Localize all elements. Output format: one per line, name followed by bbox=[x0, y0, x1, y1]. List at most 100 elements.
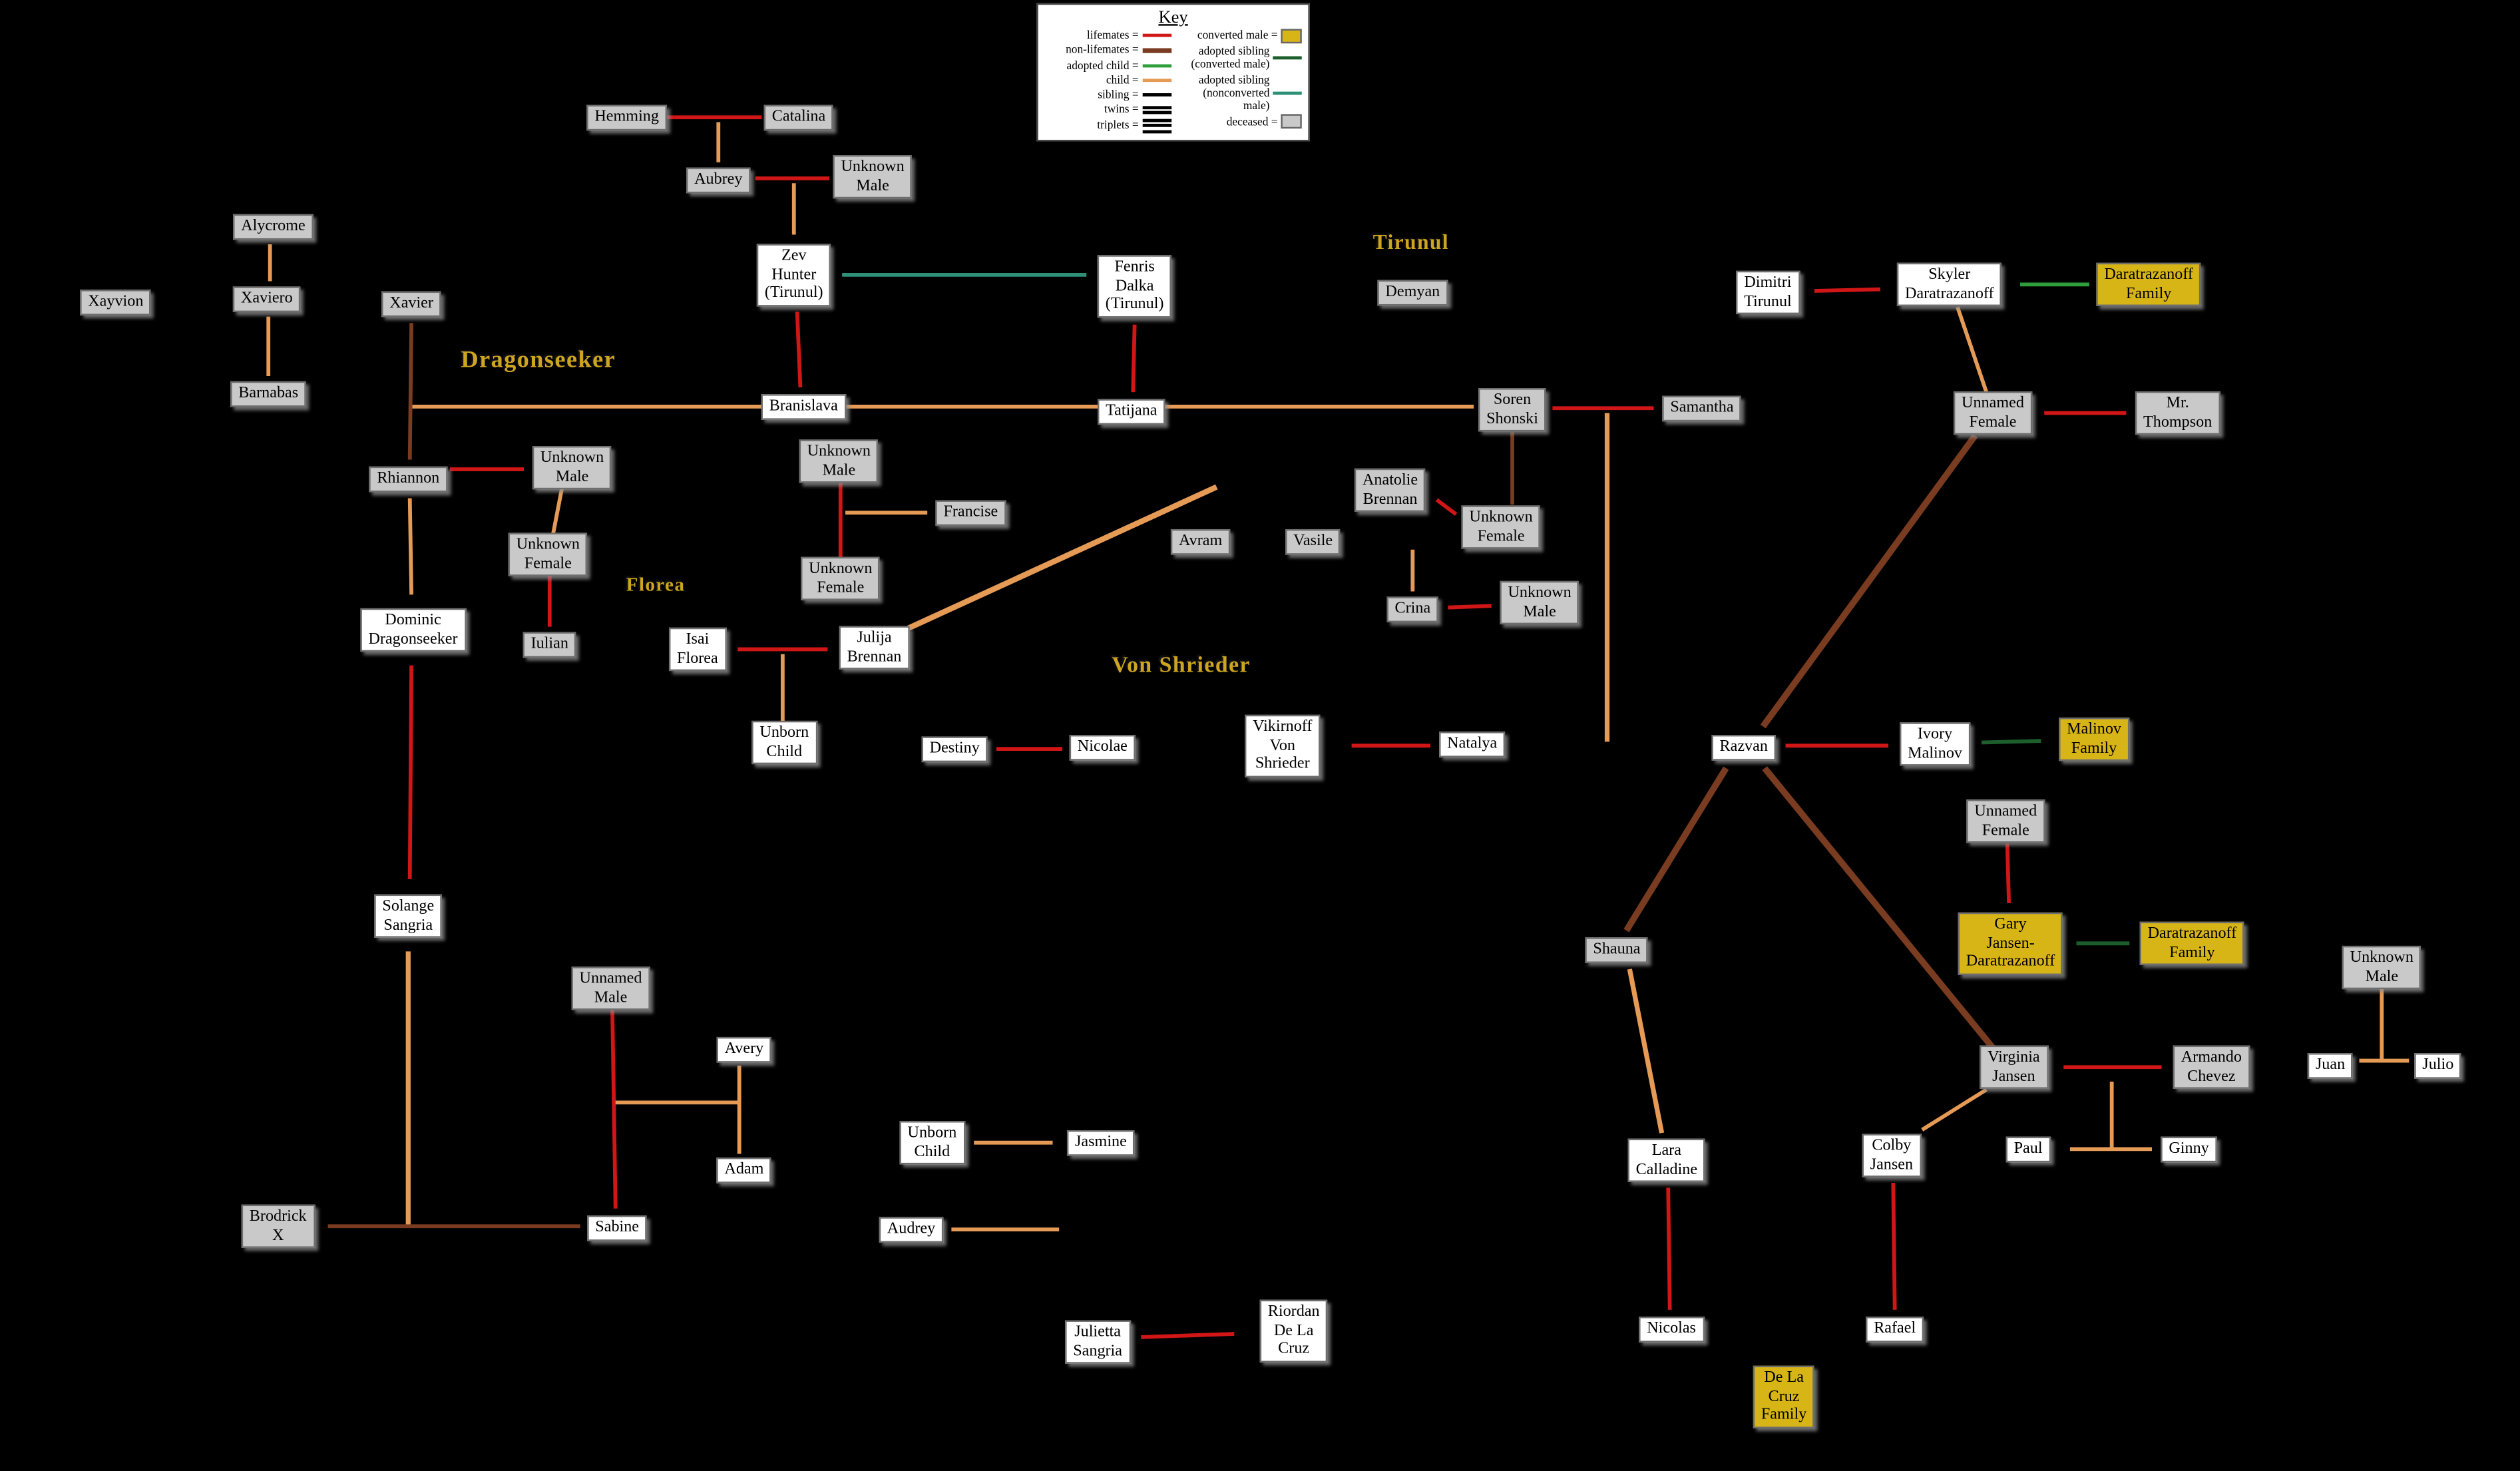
family-name-label-tirunul: Tirunul bbox=[1372, 230, 1450, 254]
family-box-daratrazanoff-family-top: Daratrazanoff Family bbox=[2096, 262, 2202, 306]
legend-item: adopted child = bbox=[1044, 59, 1171, 72]
person-node-paul: Paul bbox=[2005, 1136, 2051, 1162]
person-node-hemming: Hemming bbox=[586, 105, 668, 130]
legend-swatch-lifemates bbox=[1142, 33, 1171, 38]
legend-item: deceased = bbox=[1175, 114, 1302, 130]
person-node-nicolas: Nicolas bbox=[1639, 1317, 1705, 1342]
person-node-xaviero: Xaviero bbox=[232, 286, 301, 312]
family-box-malinov-family: Malinov Family bbox=[2059, 718, 2130, 761]
legend-item: child = bbox=[1044, 74, 1171, 87]
person-node-julio: Julio bbox=[2414, 1053, 2462, 1078]
person-node-rafael: Rafael bbox=[1866, 1317, 1924, 1342]
legend-key: Key lifemates =non-lifemates = adopted ch… bbox=[1036, 3, 1310, 142]
family-name-label-florea: Florea bbox=[626, 572, 686, 596]
person-node-julija-brennan: Julija Brennan bbox=[839, 626, 910, 670]
edge-lifemates bbox=[610, 1007, 618, 1209]
person-node-tatijana: Tatijana bbox=[1098, 399, 1165, 424]
person-node-juan: Juan bbox=[2307, 1053, 2354, 1078]
person-node-ivory-malinov: Ivory Malinov bbox=[1900, 722, 1971, 766]
edge-nonlifemates bbox=[1762, 766, 1995, 1050]
person-node-unknown-male-francise: Unknown Male bbox=[799, 439, 879, 483]
person-node-alycrome: Alycrome bbox=[233, 214, 314, 240]
family-box-de-la-cruz-family: De La Cruz Family bbox=[1753, 1365, 1815, 1428]
person-node-aubrey: Aubrey bbox=[686, 167, 751, 193]
legend-swatch-adopted_sibling_nonconverted bbox=[1273, 91, 1302, 95]
person-node-ginny: Ginny bbox=[2161, 1136, 2217, 1162]
person-node-unknown-male-top: Unknown Male bbox=[833, 154, 913, 199]
person-node-colby-jansen: Colby Jansen bbox=[1862, 1134, 1922, 1177]
person-node-sabine: Sabine bbox=[587, 1215, 648, 1241]
person-node-unnamed-female-gary: Unnamed Female bbox=[1966, 799, 2045, 843]
legend-item: sibling = bbox=[1044, 89, 1171, 102]
legend-item-label: converted male = bbox=[1197, 29, 1278, 43]
person-node-vikirnoff-von-shrieder: Vikirnoff Von Shrieder bbox=[1245, 714, 1321, 777]
person-node-dominic-dragonseeker: Dominic Dragonseeker bbox=[360, 608, 466, 652]
legend-item: twins = bbox=[1044, 104, 1171, 117]
person-node-branislava: Branislava bbox=[761, 394, 846, 419]
person-node-xavier: Xavier bbox=[381, 291, 442, 317]
person-node-natalya: Natalya bbox=[1439, 732, 1506, 757]
person-node-unknown-male-juan-julio: Unknown Male bbox=[2342, 945, 2421, 990]
person-node-unborn-child-jasmine: Unborn Child bbox=[899, 1121, 965, 1165]
edge-adopted_sibling_converted bbox=[1982, 739, 2041, 745]
edge-nonlifemates bbox=[407, 323, 414, 460]
person-node-rhiannon: Rhiannon bbox=[369, 466, 448, 492]
edge-lifemates bbox=[795, 312, 803, 388]
person-node-vasile: Vasile bbox=[1285, 528, 1341, 554]
person-node-unknown-male-rhiannon: Unknown Male bbox=[532, 446, 612, 490]
edge-nonlifemates bbox=[1623, 766, 1729, 933]
legend-item-label: adopted child = bbox=[1066, 59, 1139, 72]
legend-swatch-sibling bbox=[1142, 93, 1171, 97]
person-node-riordan-de-la-cruz: Riordan De La Cruz bbox=[1259, 1299, 1328, 1362]
edge-lifemates bbox=[1435, 498, 1458, 516]
legend-item: converted male = bbox=[1175, 29, 1302, 44]
person-node-samantha: Samantha bbox=[1662, 395, 1742, 421]
person-node-avram: Avram bbox=[1170, 528, 1231, 554]
legend-swatch-converted_male_fill bbox=[1281, 29, 1302, 44]
legend-title: Key bbox=[1158, 8, 1188, 28]
edge-lifemates bbox=[1814, 287, 1881, 293]
edge-child bbox=[1956, 306, 1989, 393]
edge-lifemates bbox=[1891, 1183, 1897, 1310]
person-node-soren-shonski: Soren Shonski bbox=[1478, 388, 1547, 432]
legend-item-label: child = bbox=[1106, 73, 1139, 87]
legend-item-label: twins = bbox=[1104, 103, 1139, 116]
person-node-unborn-child-julija: Unborn Child bbox=[751, 720, 817, 765]
person-node-julietta-sangria: Julietta Sangria bbox=[1065, 1320, 1131, 1364]
edge-child bbox=[407, 498, 414, 595]
person-node-lara-calladine: Lara Calladine bbox=[1627, 1138, 1706, 1182]
person-node-mr-thompson: Mr. Thompson bbox=[2135, 391, 2220, 435]
family-name-label-von-shrieder: Von Shrieder bbox=[1112, 654, 1251, 678]
person-node-catalina: Catalina bbox=[763, 105, 834, 130]
legend-item-label: sibling = bbox=[1098, 89, 1139, 102]
legend-swatch-adopted_sibling_converted bbox=[1273, 56, 1302, 61]
person-node-dimitri-tirunul: Dimitri Tirunul bbox=[1736, 270, 1800, 315]
person-node-isai-florea: Isai Florea bbox=[668, 627, 726, 672]
edge-lifemates bbox=[1448, 604, 1492, 610]
legend-swatch-sibling bbox=[1142, 118, 1171, 134]
legend-swatch-deceased_fill bbox=[1281, 114, 1302, 130]
person-node-iulian: Iulian bbox=[523, 632, 576, 657]
legend-swatch-sibling bbox=[1142, 105, 1171, 115]
edge-lifemates bbox=[1141, 1332, 1235, 1339]
legend-item-label: adopted sibling (nonconverted male) bbox=[1198, 73, 1270, 113]
legend-item: triplets = bbox=[1044, 118, 1171, 134]
person-node-destiny: Destiny bbox=[921, 736, 988, 761]
legend-item-label: triplets = bbox=[1097, 119, 1139, 132]
legend-item: non-lifemates = bbox=[1044, 44, 1171, 57]
person-node-xayvion: Xayvion bbox=[80, 290, 152, 315]
edge-child bbox=[907, 484, 1218, 631]
person-node-shauna: Shauna bbox=[1585, 937, 1649, 962]
legend-item: lifemates = bbox=[1044, 29, 1171, 42]
person-node-unnamed-female-skyler: Unnamed Female bbox=[1953, 391, 2033, 435]
legend-item-label: deceased = bbox=[1226, 115, 1278, 128]
legend-swatch-child bbox=[1142, 78, 1171, 83]
person-node-zev-hunter: Zev Hunter (Tirunul) bbox=[756, 244, 831, 306]
person-node-demyan: Demyan bbox=[1377, 280, 1448, 306]
person-node-barnabas: Barnabas bbox=[230, 381, 307, 407]
person-node-avery: Avery bbox=[716, 1036, 772, 1062]
person-node-unknown-female-anatolie: Unknown Female bbox=[1461, 505, 1541, 549]
legend-item-label: non-lifemates = bbox=[1066, 43, 1139, 57]
person-node-fenris-dalka: Fenris Dalka (Tirunul) bbox=[1097, 255, 1172, 317]
